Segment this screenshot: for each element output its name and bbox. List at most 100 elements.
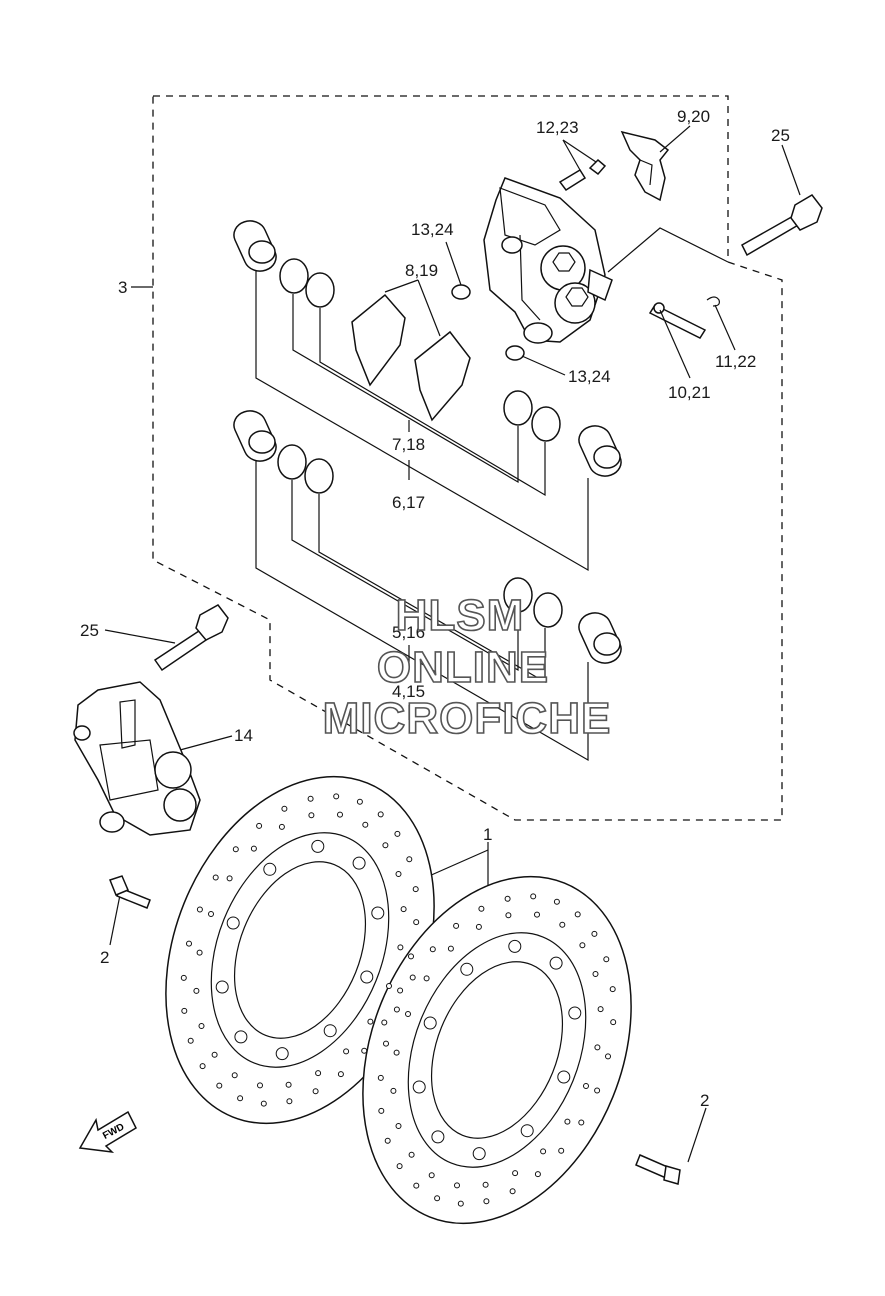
disc-hole: [594, 1087, 601, 1094]
disc-hole: [559, 921, 566, 928]
disc-hole: [193, 987, 200, 994]
disc-hole: [457, 1200, 464, 1207]
disc-hole: [434, 1195, 441, 1202]
callout-25-lower: 25: [80, 621, 99, 640]
disc-hole: [512, 1170, 519, 1177]
callout-2-left: 2: [100, 948, 109, 967]
disc-hole: [400, 906, 407, 913]
disc-hole: [408, 1151, 415, 1158]
disc-hole: [579, 942, 586, 949]
disc-hole: [454, 1182, 460, 1189]
disc-hole: [361, 1047, 368, 1054]
disc-drill-holes: [180, 793, 617, 1207]
caliper-body-lower[interactable]: [73, 681, 201, 836]
label-leaders: [104, 125, 801, 1163]
disc-hole: [397, 987, 404, 994]
disc-hole: [413, 1182, 420, 1189]
watermark-line-1: HLSM: [396, 591, 525, 640]
disc-hole: [396, 1163, 403, 1170]
disc-hole: [212, 874, 219, 881]
disc-hole: [311, 839, 325, 853]
piston-upper-right[interactable]: [578, 425, 622, 477]
piston-upper-left[interactable]: [233, 220, 277, 272]
disc-hole: [333, 793, 340, 800]
disc-hole: [382, 842, 389, 849]
disc-hole: [263, 862, 277, 876]
disc-hole: [352, 856, 366, 870]
disc-hole: [250, 845, 257, 852]
disc-hole: [215, 980, 229, 994]
piston-seal-lower-b[interactable]: [304, 458, 334, 494]
sleeve-collar-upper[interactable]: [451, 284, 471, 300]
disc-hole: [431, 1130, 445, 1144]
piston-lower-left[interactable]: [233, 410, 277, 462]
disc-hole: [315, 1070, 322, 1077]
disc-hole: [423, 1016, 437, 1030]
disc-bolt-right[interactable]: [635, 1154, 681, 1185]
disc-hole: [564, 1118, 571, 1125]
disc-hole: [395, 871, 402, 877]
caliper-bolt-upper[interactable]: [741, 194, 823, 257]
brake-pad-set[interactable]: [351, 293, 471, 422]
disc-hole: [371, 906, 385, 920]
piston-lower-right[interactable]: [578, 612, 622, 664]
disc-hole: [520, 1124, 534, 1138]
disc-hole: [226, 916, 240, 930]
disc-hole: [505, 912, 512, 919]
disc-hole: [478, 905, 485, 912]
brake-disc-right[interactable]: [314, 836, 681, 1263]
disc-hole: [583, 1083, 589, 1089]
callout-13-24-upper: 13,24: [411, 220, 454, 239]
disc-hole: [394, 830, 401, 837]
disc-hole: [337, 811, 343, 818]
callout-14: 14: [234, 726, 253, 745]
caliper-bolt-lower[interactable]: [153, 604, 229, 672]
callout-25-upper: 25: [771, 126, 790, 145]
piston-seal-upper-b[interactable]: [305, 272, 335, 308]
disc-hole: [530, 893, 537, 900]
callout-12-23: 12,23: [536, 118, 579, 137]
pad-spring[interactable]: [620, 130, 670, 202]
piston-seal-mid-b[interactable]: [531, 406, 561, 442]
disc-hole: [423, 975, 430, 982]
piston-seal-upper-a[interactable]: [279, 258, 309, 294]
sleeve-collar-lower[interactable]: [505, 345, 525, 361]
disc-hole: [568, 1006, 582, 1020]
disc-hole: [594, 1044, 601, 1051]
pin-clip[interactable]: [706, 296, 720, 307]
bleed-screw[interactable]: [558, 158, 607, 192]
disc-hole: [275, 1047, 289, 1061]
disc-hole: [508, 939, 522, 953]
piston-seal-mid-a[interactable]: [503, 390, 533, 426]
disc-hole: [312, 1088, 319, 1095]
piston-seal-bottom-b[interactable]: [533, 592, 563, 628]
disc-hole: [278, 823, 285, 830]
caliper-body-upper[interactable]: [483, 177, 613, 344]
disc-hole: [460, 962, 474, 976]
pad-pin[interactable]: [648, 302, 707, 339]
disc-hole: [428, 1172, 435, 1179]
disc-hole: [186, 940, 192, 947]
forward-direction-arrow: FWD: [78, 1110, 137, 1154]
disc-hole: [234, 1030, 248, 1044]
disc-hole: [181, 1007, 188, 1014]
disc-hole: [540, 1148, 547, 1155]
disc-hole: [413, 919, 420, 926]
disc-hole: [429, 946, 436, 953]
disc-hole: [196, 949, 203, 956]
disc-hole: [377, 811, 384, 818]
disc-hole: [343, 1048, 350, 1055]
disc-hole: [337, 1071, 344, 1078]
disc-hole: [257, 1082, 263, 1089]
callout-2-right: 2: [700, 1091, 709, 1110]
disc-hole: [412, 1080, 426, 1094]
disc-bolt-left[interactable]: [109, 875, 151, 909]
disc-hole: [286, 1098, 293, 1105]
disc-hole: [226, 875, 233, 882]
disc-hole: [196, 906, 203, 913]
disc-hole: [578, 1119, 585, 1126]
callout-7-18: 7,18: [392, 435, 425, 454]
disc-hole: [211, 1051, 218, 1058]
piston-seal-lower-a[interactable]: [277, 444, 307, 480]
disc-hole: [534, 1171, 541, 1178]
